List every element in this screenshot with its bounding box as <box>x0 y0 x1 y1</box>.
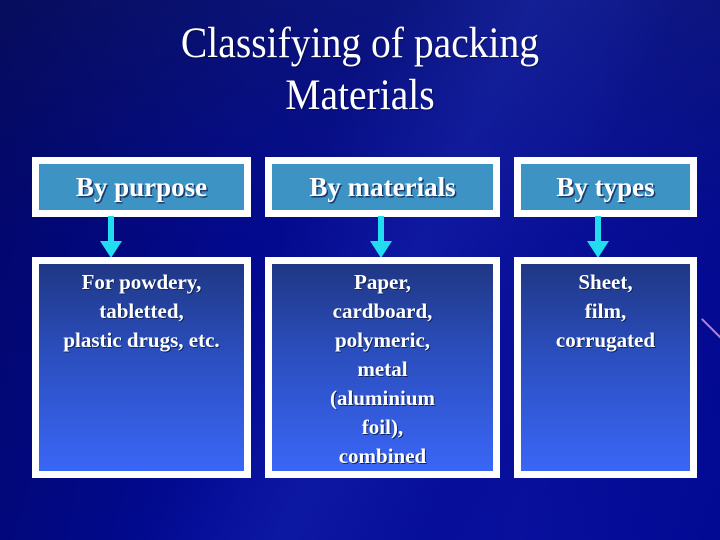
detail-line: Sheet, <box>578 270 633 294</box>
header-label: By materials <box>309 171 456 202</box>
detail-line: polymeric, <box>334 328 431 352</box>
detail-box-types: Sheet, film, corrugated <box>514 257 697 478</box>
detail-line: combined <box>338 444 427 468</box>
header-box-by-materials: By materials <box>265 157 500 217</box>
arrow-down-icon <box>370 216 392 258</box>
detail-line: corrugated <box>555 328 656 352</box>
slide-title: Classifying of packing Materials <box>29 18 691 122</box>
header-label: By types <box>556 171 655 202</box>
title-line-1: Classifying of packing <box>180 20 540 67</box>
detail-line: For powdery, <box>81 270 202 294</box>
detail-box-purpose: For powdery, tabletted, plastic drugs, e… <box>32 257 251 478</box>
detail-line: metal <box>357 357 408 381</box>
arrow-down-icon <box>100 216 122 258</box>
detail-line: cardboard, <box>332 299 433 323</box>
header-box-by-types: By types <box>514 157 697 217</box>
header-box-by-purpose: By purpose <box>32 157 251 217</box>
arrow-down-icon <box>587 216 609 258</box>
detail-line: Paper, <box>354 270 411 294</box>
detail-line: (aluminium <box>329 386 436 410</box>
detail-line: tabletted, <box>99 299 184 323</box>
title-line-2: Materials <box>285 72 435 119</box>
detail-line: foil), <box>361 415 404 439</box>
detail-line: film, <box>584 299 627 323</box>
header-label: By purpose <box>75 171 208 202</box>
detail-box-materials: Paper, cardboard, polymeric, metal (alum… <box>265 257 500 478</box>
detail-line: plastic drugs, etc. <box>63 328 220 352</box>
